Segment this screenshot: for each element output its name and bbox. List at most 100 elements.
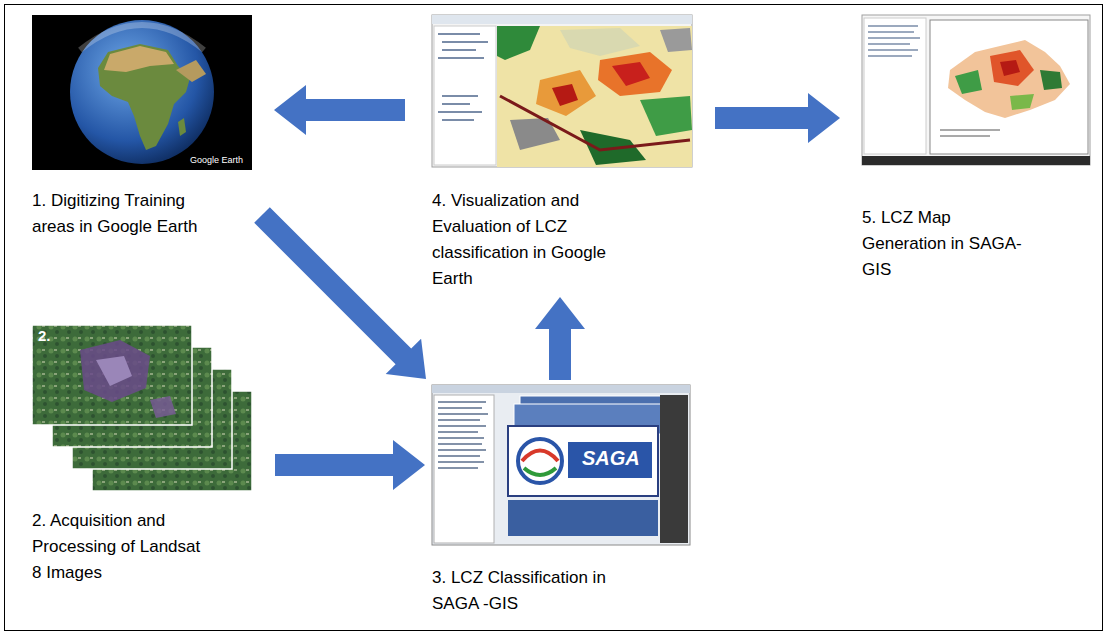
outer-frame [5,5,1103,631]
screenshot-evaluation-part [640,96,692,136]
picture-label: 2. [38,328,51,345]
saga-software-window-part-part [438,455,480,457]
step-caption: 5. LCZ Map Generation in SAGA-GIS [862,205,1022,283]
globe-picture-part [178,118,186,136]
screenshot-map-part-part [868,37,920,39]
saga-software-window-part-part [438,431,478,433]
screenshot-map-part-part [868,55,912,57]
screenshot-map-part-part [868,25,918,27]
process-step: 1. Digitizing Training areas in Google E… [32,15,252,240]
flow-arrow [535,297,585,380]
step-caption: 4. Visualization and Evaluation of LCZ c… [432,188,647,292]
saga-software-window-part [524,468,556,475]
flow-arrow [254,207,426,379]
saga-software-window-part [508,426,658,496]
screenshot-evaluation-part-part [438,57,484,59]
screenshot-evaluation-part [598,52,672,96]
screenshot-map-part [1000,60,1020,76]
screenshot-map [862,15,1090,165]
screenshot-evaluation-part [660,28,692,52]
flow-arrow [715,93,840,143]
process-step: 2. Acquisition and Processing of Landsat… [32,325,252,586]
saga-software-window-part-part [438,437,484,439]
screenshot-evaluation-part [438,34,488,120]
globe-picture-part [80,25,204,50]
globe-picture-part [104,46,174,72]
screenshot-evaluation-part [560,28,640,56]
screenshot-evaluation-part [434,26,496,165]
process-step: 4. Visualization and Evaluation of LCZ c… [432,15,692,292]
globe-picture-part [32,15,252,170]
screenshot-evaluation-part [536,70,596,116]
screenshot-evaluation-part-part [442,119,474,121]
globe-picture-part [70,20,214,164]
globe-picture-part [176,60,206,82]
screenshot-evaluation-part [612,62,650,86]
screenshot-map-part [955,70,982,94]
screenshot-evaluation-part-part [442,95,478,97]
screenshot-evaluation-part [497,26,540,60]
saga-software-window-part-part [438,467,478,469]
screenshot-map-part [940,130,1000,136]
screenshot-map-part [1040,70,1062,90]
saga-software-window-part-part [438,419,480,421]
saga-software-window-part [432,385,690,393]
saga-software-window-part-part [438,449,486,451]
step-caption: 1. Digitizing Training areas in Google E… [32,188,227,240]
screenshot-map-part [864,18,926,154]
screenshot-map-part-part [868,49,918,51]
satellite-image-stack-part [32,325,192,425]
globe-picture [32,15,252,170]
step-caption: 2. Acquisition and Processing of Landsat… [32,508,210,586]
saga-software-window-part-part [438,461,484,463]
screenshot-evaluation-part-part [438,111,482,113]
screenshot-evaluation-part-part [442,41,488,43]
flow-arrow [274,85,405,135]
screenshot-map-part-part [868,31,914,33]
saga-software-window-part-part [438,443,482,445]
saga-software-window [432,385,690,545]
screenshot-map-part-part [940,136,990,137]
satellite-image-stack [32,325,252,491]
screenshot-evaluation-part-part [442,103,470,105]
picture-label: Google Earth [190,156,243,166]
saga-software-window-part [438,402,488,468]
step-caption: 3. LCZ Classification in SAGA -GIS [432,565,637,617]
satellite-image-stack-part [96,356,132,386]
screenshot-evaluation-part [432,15,692,24]
saga-software-window-part-part [438,407,482,409]
saga-software-window-part [568,442,652,478]
saga-software-window-part-part [438,401,486,403]
screenshot-map-part [862,156,1090,165]
saga-software-window-part-part [438,425,486,427]
satellite-image-stack-part [150,396,176,418]
screenshot-map-part [1010,94,1034,110]
screenshot-map-part [948,40,1070,118]
screenshot-map-part [930,20,1088,154]
screenshot-map-part [990,50,1034,86]
screenshot-map-part-part [868,43,910,45]
saga-software-window-part [434,395,494,543]
screenshot-map-part-part [940,130,1000,131]
saga-software-window-part-part [438,413,488,415]
flow-arrow [275,440,425,490]
screenshot-evaluation-part [497,26,692,167]
saga-software-window-part [432,385,690,545]
saga-software-window-part [508,500,658,536]
satellite-image-stack-part [80,340,150,402]
picture-label: SAGA [582,447,640,469]
screenshot-evaluation-part [552,84,578,106]
screenshot-evaluation-part-part [438,33,480,35]
process-step: 5. LCZ Map Generation in SAGA-GIS [862,15,1090,283]
saga-software-window-part [522,451,558,462]
screenshot-evaluation-part-part [442,49,476,51]
screenshot-evaluation-part [500,96,690,150]
screenshot-evaluation [432,15,692,167]
screenshot-map-part [862,15,1090,165]
process-step: 3. LCZ Classification in SAGA -GIS [432,385,690,617]
saga-software-window-part [518,439,562,483]
screenshot-evaluation-part [432,15,692,167]
saga-software-window-part [660,395,688,543]
globe-picture-part [98,44,190,150]
